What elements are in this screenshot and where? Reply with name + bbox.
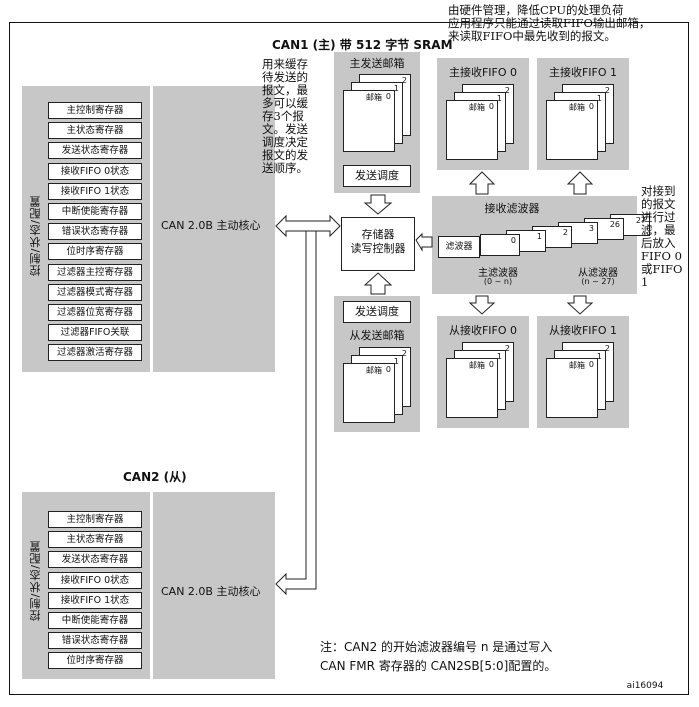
arrow-can2-core (275, 230, 317, 596)
master-tx-title: 主发送邮箱 (349, 57, 405, 70)
filter-card-0: 0 (480, 234, 520, 256)
register-4: 接收FIFO 1状态 (48, 591, 142, 609)
master-filter-range: (0 ~ n) (483, 277, 513, 286)
slave-tx-scheduler: 发送调度 (343, 301, 411, 323)
filter-number: 26 (609, 220, 620, 229)
register-7: 位时序寄存器 (48, 652, 142, 670)
slave-rx-fifo0-title: 从接收FIFO 0 (448, 324, 518, 337)
tx-mailbox-note: 用来缓存 待发送的 报文，最 多可以缓 存3个报 文。发送 调度决定 报文的发 … (262, 57, 308, 175)
master-rx-fifo0-title: 主接收FIFO 0 (448, 66, 518, 79)
arrow-slave-tx (363, 272, 393, 295)
register-7: 位时序寄存器 (48, 243, 142, 261)
mailbox-page-number: 1 (596, 94, 602, 103)
mailbox-label: 邮箱 (469, 361, 485, 370)
mailbox-page-number: 2 (604, 86, 610, 95)
mailbox-page-number: 2 (604, 344, 610, 353)
mailbox-page-number: 2 (504, 86, 510, 95)
mailbox-page-number: 0 (385, 92, 391, 101)
register-1: 主状态寄存器 (48, 531, 142, 549)
arrow-shapes (275, 171, 594, 596)
arrow-can1-core (275, 214, 341, 238)
arrow-master-tx (363, 194, 393, 215)
figure-id: ai16094 (626, 681, 664, 691)
can2-core (153, 492, 275, 679)
mailbox-page-number: 1 (393, 357, 399, 366)
can2-title: CAN2 (从) (123, 470, 187, 484)
register-2: 发送状态寄存器 (48, 551, 142, 569)
slave-rx-fifo1-title: 从接收FIFO 1 (548, 324, 618, 337)
slave-tx-title: 从发送邮箱 (349, 329, 405, 342)
register-0: 主控制寄存器 (48, 511, 142, 528)
mailbox-label: 邮箱 (366, 93, 382, 102)
register-2: 发送状态寄存器 (48, 142, 142, 160)
register-6: 错误状态寄存器 (48, 223, 142, 241)
register-9: 过滤器模式寄存器 (48, 283, 142, 301)
mailbox-page-number: 0 (488, 360, 494, 369)
can1-core-label: CAN 2.0B 主动核心 (161, 219, 261, 232)
mailbox-page-number: 1 (496, 94, 502, 103)
can1-title: CAN1 (主) 带 512 字节 SRAM (272, 38, 453, 52)
slave-filter-label: 从滤波器 (578, 268, 618, 279)
mailbox-page-number: 2 (401, 349, 407, 358)
master-filter-label: 主滤波器 (478, 268, 518, 279)
filter-number: 2 (562, 228, 568, 237)
fifo-note: 由硬件管理，降低CPU的处理负荷 应用程序只能通过读取FIFO输出邮箱， 来读取… (448, 3, 651, 43)
mailbox-page-number: 0 (588, 360, 594, 369)
master-rx-fifo1-title: 主接收FIFO 1 (548, 66, 618, 79)
register-4: 接收FIFO 1状态 (48, 182, 142, 200)
register-11: 过滤器FIFO关联 (48, 324, 142, 342)
arrow-filters (415, 232, 433, 252)
filter-number: 0 (510, 236, 516, 245)
filter-front: 滤波器 (438, 236, 480, 258)
can1-core (153, 86, 275, 372)
register-12: 过滤器激活寄存器 (48, 344, 142, 362)
register-8: 过滤器主控寄存器 (48, 263, 142, 281)
rx-filter-note: 对接到 的报文 进行过 滤，最 后放入 FIFO 0 或FIFO 1 (641, 184, 683, 289)
register-3: 接收FIFO 0状态 (48, 162, 142, 180)
figure-frame (9, 22, 689, 695)
memory-controller: 存储器 读写控制器 (341, 217, 415, 271)
receive-filters-title: 接收滤波器 (484, 202, 540, 215)
register-5: 中断使能寄存器 (48, 612, 142, 629)
mailbox-page-number: 2 (401, 76, 407, 85)
register-3: 接收FIFO 0状态 (48, 571, 142, 589)
register-1: 主状态寄存器 (48, 122, 142, 140)
filter-number: 3 (588, 224, 594, 233)
can2-core-label: CAN 2.0B 主动核心 (161, 585, 261, 598)
mailbox-page-number: 2 (504, 344, 510, 353)
mailbox-page-number: 0 (588, 102, 594, 111)
arrow-down-fifo0 (468, 295, 496, 315)
mailbox-page-number: 1 (496, 352, 502, 361)
arrow-down-fifo1 (566, 295, 594, 315)
mailbox-page-number: 0 (385, 365, 391, 374)
mailbox-page-number: 1 (596, 352, 602, 361)
arrow-up-fifo1 (566, 171, 594, 195)
can2-filter-note: 注：CAN2 的开始滤波器编号 n 是通过写入 CAN FMR 寄存器的 CAN… (320, 640, 557, 673)
filter-number: 27 (635, 216, 646, 225)
master-tx-scheduler: 发送调度 (343, 165, 411, 187)
register-5: 中断使能寄存器 (48, 203, 142, 220)
mailbox-label: 邮箱 (569, 103, 585, 112)
register-6: 错误状态寄存器 (48, 632, 142, 650)
arrow-up-fifo0 (468, 171, 496, 195)
mailbox-label: 邮箱 (366, 366, 382, 375)
slave-filter-range: (n ~ 27) (581, 277, 615, 286)
mailbox-page-number: 1 (393, 84, 399, 93)
mailbox-page-number: 0 (488, 102, 494, 111)
register-0: 主控制寄存器 (48, 102, 142, 119)
register-10: 过滤器位宽寄存器 (48, 304, 142, 321)
mailbox-label: 邮箱 (469, 103, 485, 112)
mailbox-label: 邮箱 (569, 361, 585, 370)
filter-number: 1 (536, 232, 542, 241)
